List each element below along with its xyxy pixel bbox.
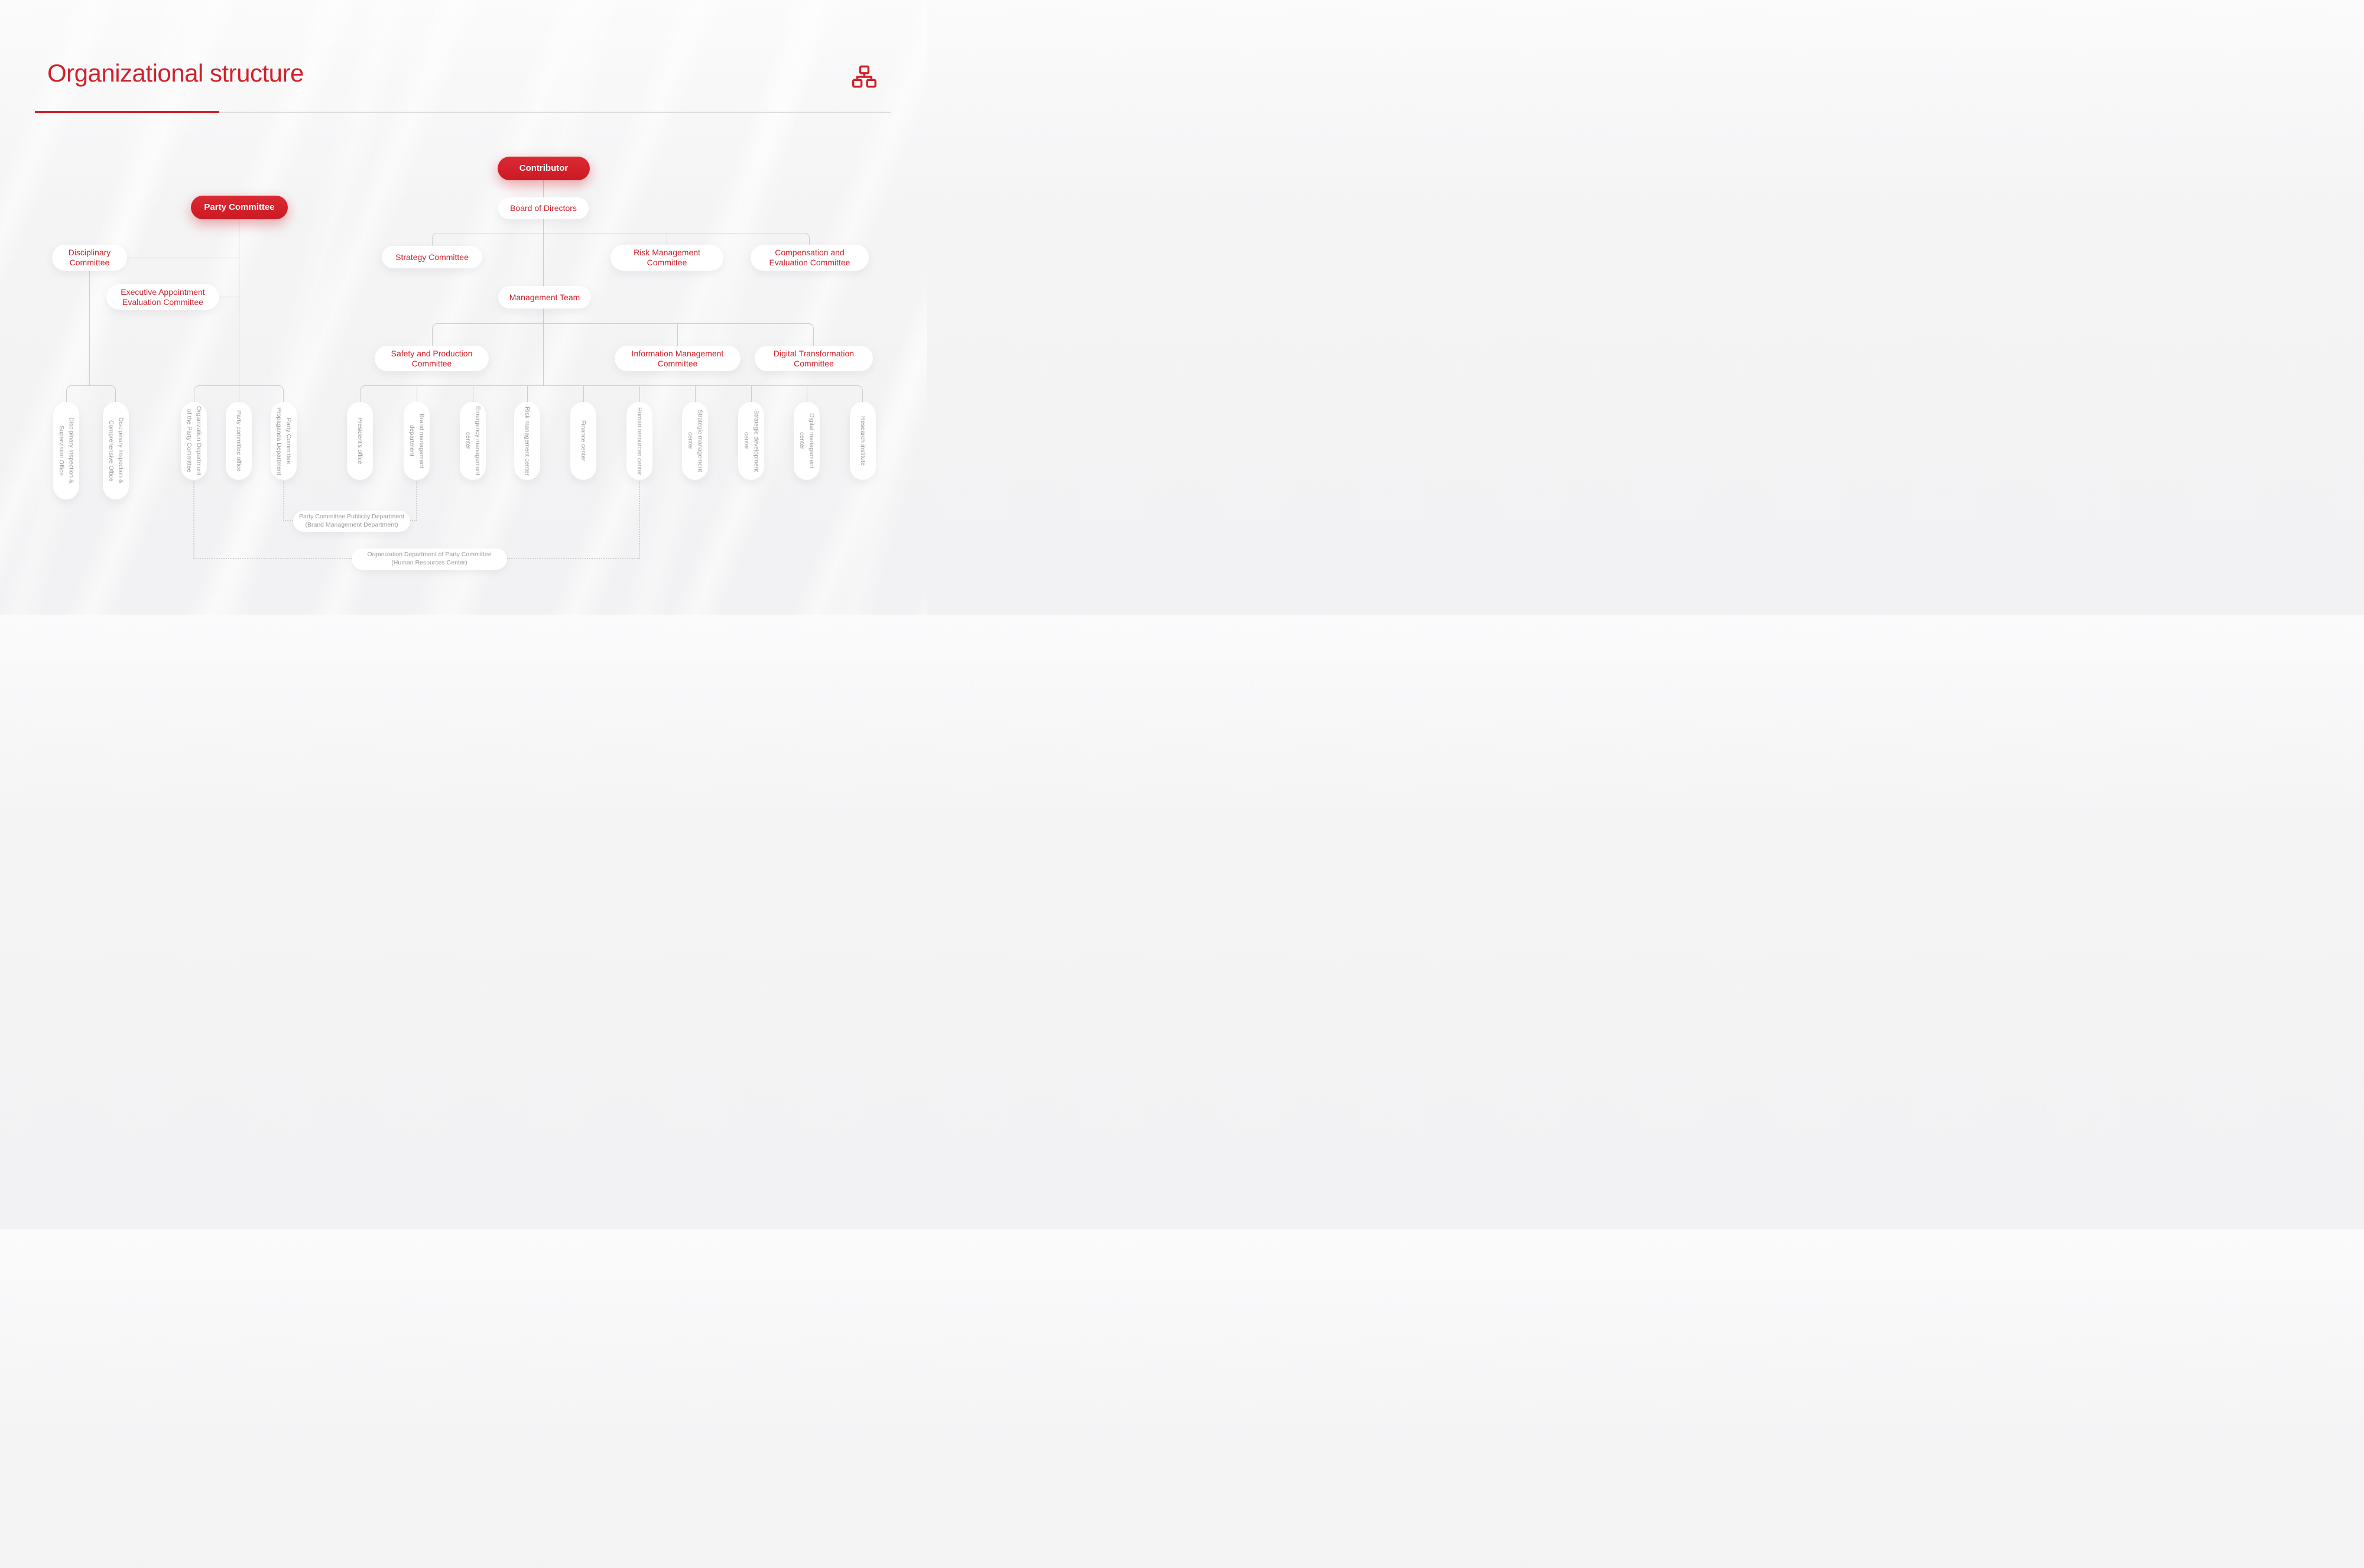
dept-brand-management: Brand management department: [404, 402, 430, 480]
note-publicity-department: Party Committee Publicity Department (Br…: [293, 511, 410, 532]
dept-finance-center: Finance center: [570, 402, 596, 480]
note-organization-department: Organization Department of Party Committ…: [352, 548, 507, 570]
dept-organization-department: Organization Department of the Party Com…: [181, 402, 207, 480]
node-compensation-evaluation-committee: Compensation and Evaluation Committee: [751, 245, 869, 271]
dept-strategic-development-center: Strategic development center: [738, 402, 764, 480]
connector-stub-dept: [639, 385, 640, 402]
dept-disciplinary-comprehensive-office: Discipinary Inspection & Comprehensive O…: [103, 402, 129, 499]
node-information-management-committee: Information Management Committee: [615, 346, 741, 371]
node-risk-management-committee: Risk Management Committee: [611, 245, 723, 271]
dept-research-institute: Research institute: [850, 402, 876, 480]
connector-stub-dept: [695, 385, 696, 402]
dotted-brand-note: [410, 520, 417, 521]
connector-stub-dept: [751, 385, 752, 402]
connector-board-management: [543, 219, 544, 286]
dept-presidents-office: President's office: [347, 402, 373, 480]
dept-strategic-management-center: Strategic management center: [682, 402, 708, 480]
node-safety-production-committee: Safety and Production Committee: [375, 346, 489, 371]
connector-stub-dept: [583, 385, 584, 402]
page-title: Organizational structure: [47, 59, 304, 87]
connector-management-committees-bracket: [432, 323, 814, 346]
dotted-hr-note: [507, 558, 639, 559]
connector-disciplinary-bracket: [66, 385, 116, 402]
dept-disciplinary-supervision-office: Discipinary Inspection & Supervision Off…: [53, 402, 79, 499]
node-party-committee: Party Committee: [191, 196, 288, 219]
title-underline-accent: [35, 111, 219, 113]
dotted-organization-note: [193, 558, 352, 559]
dept-emergency-management: Emergency management center: [460, 402, 486, 480]
dept-human-resources-center: Human resources center: [626, 402, 652, 480]
node-digital-transformation-committee: Digital Transformation Committee: [755, 346, 873, 371]
dept-risk-management-center: Risk management center: [514, 402, 540, 480]
connector-management-depts: [543, 309, 544, 385]
dotted-propaganda-note: [283, 520, 293, 521]
connector-stub-information: [677, 323, 678, 346]
dotted-brand-note: [416, 482, 417, 521]
title-underline: [219, 112, 891, 113]
dotted-hr-note: [639, 482, 640, 559]
connector-contributor-board: [543, 180, 544, 197]
connector-departments-bracket: [360, 385, 863, 402]
node-board-of-directors: Board of Directors: [498, 197, 589, 219]
node-contributor: Contributor: [498, 157, 590, 180]
connector-party-bracket: [194, 385, 284, 402]
connector-disciplinary-offices: [89, 271, 90, 385]
dept-party-committee-office: Party committee office: [226, 402, 252, 480]
node-disciplinary-committee: Disciplinary Committee: [52, 245, 127, 271]
connector-board-committees-bracket: [432, 233, 810, 245]
node-strategy-committee: Strategy Committee: [382, 246, 482, 268]
dotted-propaganda-note: [283, 482, 284, 521]
sitemap-icon: [852, 65, 876, 89]
dept-propaganda-department: Party Committee Propaganda Department: [271, 402, 297, 480]
dept-digital-management-center: Digital management center: [794, 402, 820, 480]
node-management-team: Management Team: [498, 286, 591, 309]
node-executive-appointment-committee: Executive Appointment Evaluation Committ…: [106, 284, 219, 310]
dotted-organization-note: [193, 482, 194, 559]
connector-stub-dept: [527, 385, 528, 402]
